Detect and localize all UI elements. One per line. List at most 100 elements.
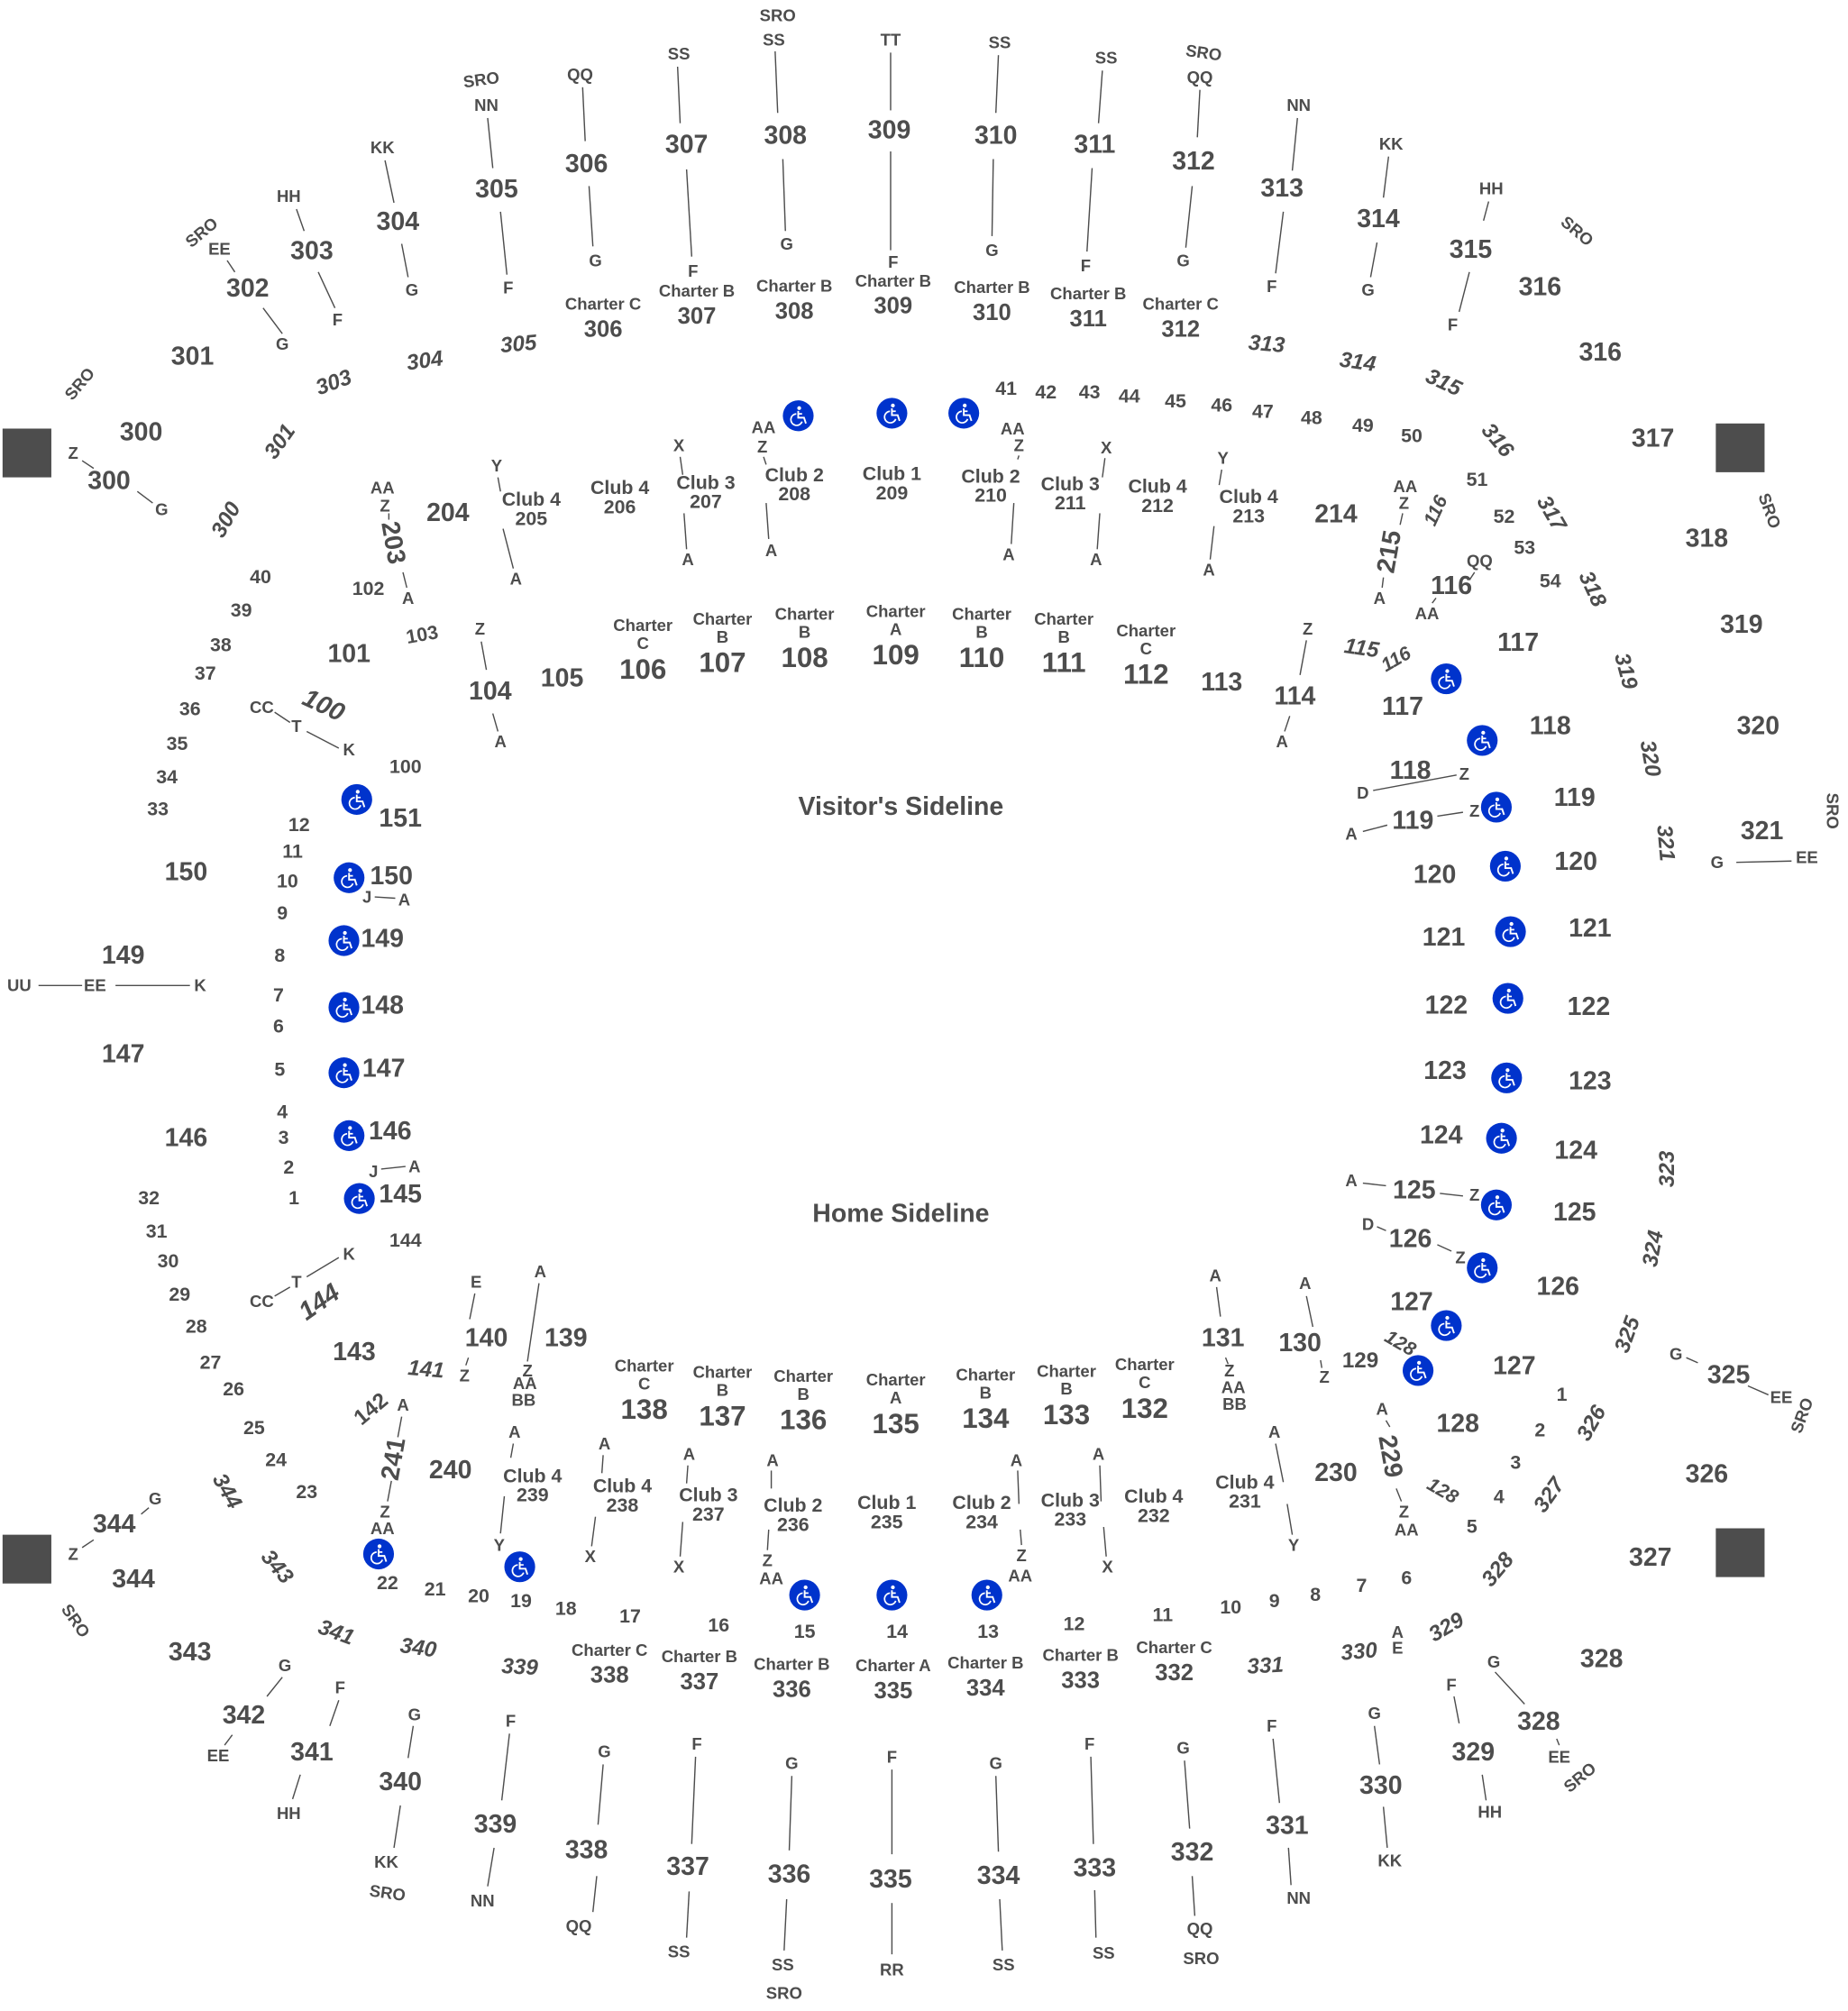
section-123[interactable]: 123 [1569,1067,1612,1096]
section-123[interactable]: 123 [1423,1057,1467,1086]
section-129[interactable]: 129 [1341,1348,1379,1373]
section-146[interactable]: 146 [164,1124,208,1153]
section-27-small[interactable]: 27 [199,1351,222,1374]
section-302[interactable]: 302 [225,274,270,303]
section-150[interactable]: 150 [370,862,413,891]
section-328[interactable]: 328 [1517,1707,1560,1737]
section-339[interactable]: 339 [473,1810,517,1840]
section-124[interactable]: 124 [1554,1137,1597,1165]
section-2-small[interactable]: 2 [283,1156,295,1179]
section-144[interactable]: 144 [389,1229,422,1252]
section-35-small[interactable]: 35 [166,733,188,755]
section-151[interactable]: 151 [379,804,422,833]
section-100[interactable]: 100 [297,683,349,728]
section-316-inner[interactable]: 316 [1476,418,1519,462]
section-2-small[interactable]: 2 [1534,1420,1546,1442]
section-341[interactable]: 341 [290,1738,334,1768]
section-16-small[interactable]: 16 [708,1614,730,1637]
section-102[interactable]: 102 [352,578,385,600]
section-3-small[interactable]: 3 [278,1127,289,1149]
section-113[interactable]: 113 [1201,668,1243,698]
section-44-small[interactable]: 44 [1118,385,1140,407]
section-115[interactable]: 115 [1342,633,1381,663]
section-320[interactable]: 320 [1736,712,1780,741]
section-333[interactable]: 333 [1073,1854,1117,1883]
section-22-small[interactable]: 22 [377,1572,398,1595]
section-309[interactable]: 309 [867,116,911,145]
section-48-small[interactable]: 48 [1301,407,1322,430]
section-323-inner[interactable]: 323 [1654,1150,1679,1188]
section-8-small[interactable]: 8 [274,945,286,967]
section-14-small[interactable]: 14 [886,1621,908,1643]
section-318[interactable]: 318 [1685,525,1729,553]
section-316[interactable]: 316 [1518,273,1562,302]
section-30-small[interactable]: 30 [157,1250,179,1273]
section-46-small[interactable]: 46 [1211,394,1233,416]
section-51-small[interactable]: 51 [1466,469,1488,491]
section-344[interactable]: 344 [92,1510,136,1539]
section-337[interactable]: 337 [666,1852,709,1881]
section-128[interactable]: 128 [1436,1410,1479,1439]
section-315[interactable]: 315 [1449,235,1493,265]
section-49-small[interactable]: 49 [1351,415,1374,437]
section-6-small[interactable]: 6 [1401,1567,1413,1590]
section-145[interactable]: 145 [379,1180,422,1210]
section-5-small[interactable]: 5 [1466,1515,1477,1539]
section-103[interactable]: 103 [404,621,441,649]
section-334[interactable]: 334 [976,1861,1020,1890]
section-203[interactable]: 203 [375,519,411,567]
section-101[interactable]: 101 [327,640,371,669]
section-318-inner[interactable]: 318 [1573,567,1612,611]
section-343-inner[interactable]: 343 [256,1545,298,1589]
section-128[interactable]: 128 [1423,1473,1462,1509]
section-20-small[interactable]: 20 [468,1585,489,1608]
section-117[interactable]: 117 [1382,692,1423,722]
section-38-small[interactable]: 38 [209,634,232,657]
section-241[interactable]: 241 [376,1435,412,1483]
section-319[interactable]: 319 [1720,610,1763,639]
section-305[interactable]: 305 [475,176,518,205]
section-307[interactable]: 307 [664,131,709,160]
section-116[interactable]: 116 [1377,642,1415,677]
section-301[interactable]: 301 [170,343,215,371]
section-316[interactable]: 316 [1578,338,1622,368]
section-41-small[interactable]: 41 [995,378,1017,400]
section-122[interactable]: 122 [1567,992,1611,1022]
section-326-inner[interactable]: 326 [1571,1401,1612,1446]
section-149[interactable]: 149 [101,941,145,971]
section-338[interactable]: 338 [564,1836,608,1865]
section-33-small[interactable]: 33 [147,799,169,821]
section-321-inner[interactable]: 321 [1651,824,1680,863]
section-126[interactable]: 126 [1388,1225,1432,1254]
section-344[interactable]: 344 [112,1565,155,1595]
section-118[interactable]: 118 [1529,712,1571,741]
section-325[interactable]: 325 [1706,1361,1751,1390]
section-319-inner[interactable]: 319 [1609,650,1642,692]
section-344-inner[interactable]: 344 [207,1468,247,1513]
section-343[interactable]: 343 [168,1638,212,1668]
section-28-small[interactable]: 28 [185,1315,207,1339]
section-215[interactable]: 215 [1372,528,1408,576]
section-37-small[interactable]: 37 [194,663,216,685]
section-148[interactable]: 148 [361,992,404,1020]
section-147[interactable]: 147 [361,1055,406,1083]
